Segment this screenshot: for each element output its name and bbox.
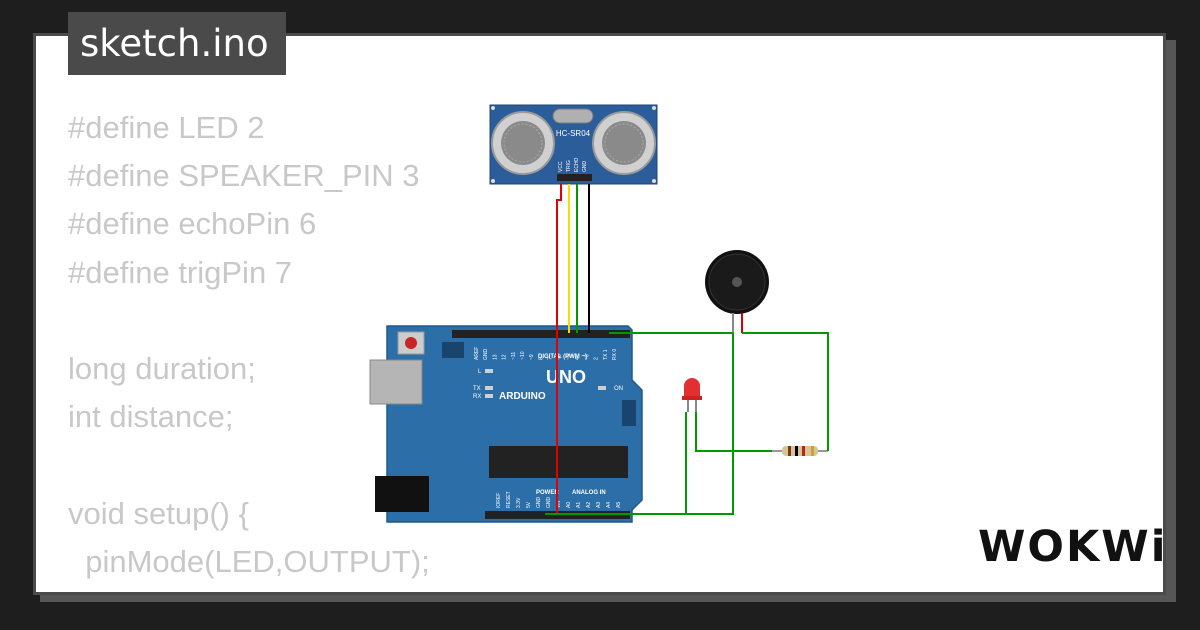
- tx-label: TX: [473, 386, 481, 392]
- piezo-buzzer[interactable]: [705, 250, 769, 333]
- arduino-pin-label: AREF: [474, 347, 480, 360]
- arduino-pin-label: A1: [576, 502, 582, 508]
- arduino-pin-label: ~10: [520, 351, 526, 360]
- arduino-pin-label: ~5: [566, 354, 572, 360]
- file-title-tab[interactable]: sketch.ino: [68, 12, 286, 75]
- power-label: POWER: [536, 490, 559, 496]
- wokwi-logo: WOKWi: [978, 522, 1168, 572]
- code-line: void setup() {: [68, 495, 249, 531]
- wire-vcc: [556, 184, 562, 514]
- on-label: ON: [614, 386, 623, 392]
- arduino-pin-label: GND: [546, 497, 552, 509]
- microcontroller-chip: [489, 446, 628, 478]
- arduino-pin-label: 12: [502, 354, 508, 360]
- arduino-pin-label: 2: [594, 357, 600, 360]
- arduino-pin-label: 5V: [526, 501, 532, 508]
- code-line: #define SPEAKER_PIN 3: [68, 158, 420, 194]
- arduino-pin-label: GND: [483, 349, 489, 361]
- arduino-pin-label: ~9: [529, 354, 535, 360]
- arduino-pin-label: RX 0: [612, 349, 618, 360]
- arduino-pin-label: 4: [575, 357, 581, 360]
- wire-gnd-bus: [620, 333, 734, 515]
- digital-header: [452, 330, 630, 338]
- digital-label: DIGITAL (PWM ~): [538, 354, 587, 360]
- red-led[interactable]: [682, 378, 702, 412]
- arduino-pin-label: A4: [606, 502, 612, 508]
- arduino-pin-label: TX 1: [603, 349, 609, 360]
- code-line: pinMode(SPEAKER_PIN, OUTPUT);: [68, 586, 593, 593]
- reset-button[interactable]: [405, 337, 417, 349]
- code-line: int distance;: [68, 399, 234, 435]
- sensor-pin-label: VCC: [558, 161, 564, 172]
- code-line: pinMode(LED,OUTPUT);: [68, 543, 430, 579]
- code-line: long duration;: [68, 350, 256, 386]
- arduino-pin-label: A5: [616, 502, 622, 508]
- arduino-pin-label: IOREF: [496, 493, 502, 508]
- ultrasonic-sensor[interactable]: HC-SR04 VCC TRIG ECHO GND: [489, 104, 658, 185]
- rx-label: RX: [473, 394, 481, 400]
- arduino-pin-label: 13: [492, 354, 498, 360]
- arduino-pin-label: ~3: [584, 354, 590, 360]
- arduino-pin-label: 7: [548, 357, 554, 360]
- arduino-pin-label: 8: [538, 357, 544, 360]
- transducer-right: [592, 111, 656, 175]
- arduino-pin-label: A2: [586, 502, 592, 508]
- arduino-brand: ARDUINO: [499, 391, 546, 402]
- code-background: #define LED 2 #define SPEAKER_PIN 3 #defin…: [68, 104, 593, 593]
- arduino-pin-label: GND: [536, 497, 542, 509]
- wires: [545, 184, 829, 515]
- sensor-label: HC-SR04: [556, 129, 591, 138]
- usb-port: [369, 359, 423, 405]
- l-label: L: [478, 369, 482, 375]
- code-line: #define echoPin 6: [68, 206, 317, 242]
- arduino-pin-label: ~11: [511, 352, 517, 360]
- arduino-pin-label: ~6: [557, 354, 563, 360]
- sensor-pin-label: TRIG: [566, 160, 572, 172]
- sensor-pin-label: ECHO: [574, 157, 580, 172]
- code-line: #define LED 2: [68, 110, 265, 145]
- sensor-pin-label: GND: [582, 161, 588, 173]
- transducer-left: [491, 111, 555, 175]
- arduino-pin-label: Vin: [556, 501, 562, 508]
- arduino-pin-label: RESET: [506, 491, 512, 508]
- arduino-pin-label: A3: [596, 502, 602, 508]
- power-jack: [375, 476, 429, 512]
- wire-buzzer-signal: [742, 332, 829, 451]
- wire-led-resistor: [695, 412, 772, 452]
- arduino-pin-label: A0: [566, 502, 572, 508]
- arduino-uno-board[interactable]: UNO ARDUINO DIGITAL (PWM ~) POWER ANALOG…: [369, 325, 643, 523]
- analog-label: ANALOG IN: [572, 490, 606, 496]
- code-line: #define trigPin 7: [68, 254, 293, 290]
- resistor[interactable]: [772, 446, 828, 456]
- arduino-pin-label: 3.3V: [516, 497, 522, 508]
- uno-logo: UNO: [546, 367, 586, 387]
